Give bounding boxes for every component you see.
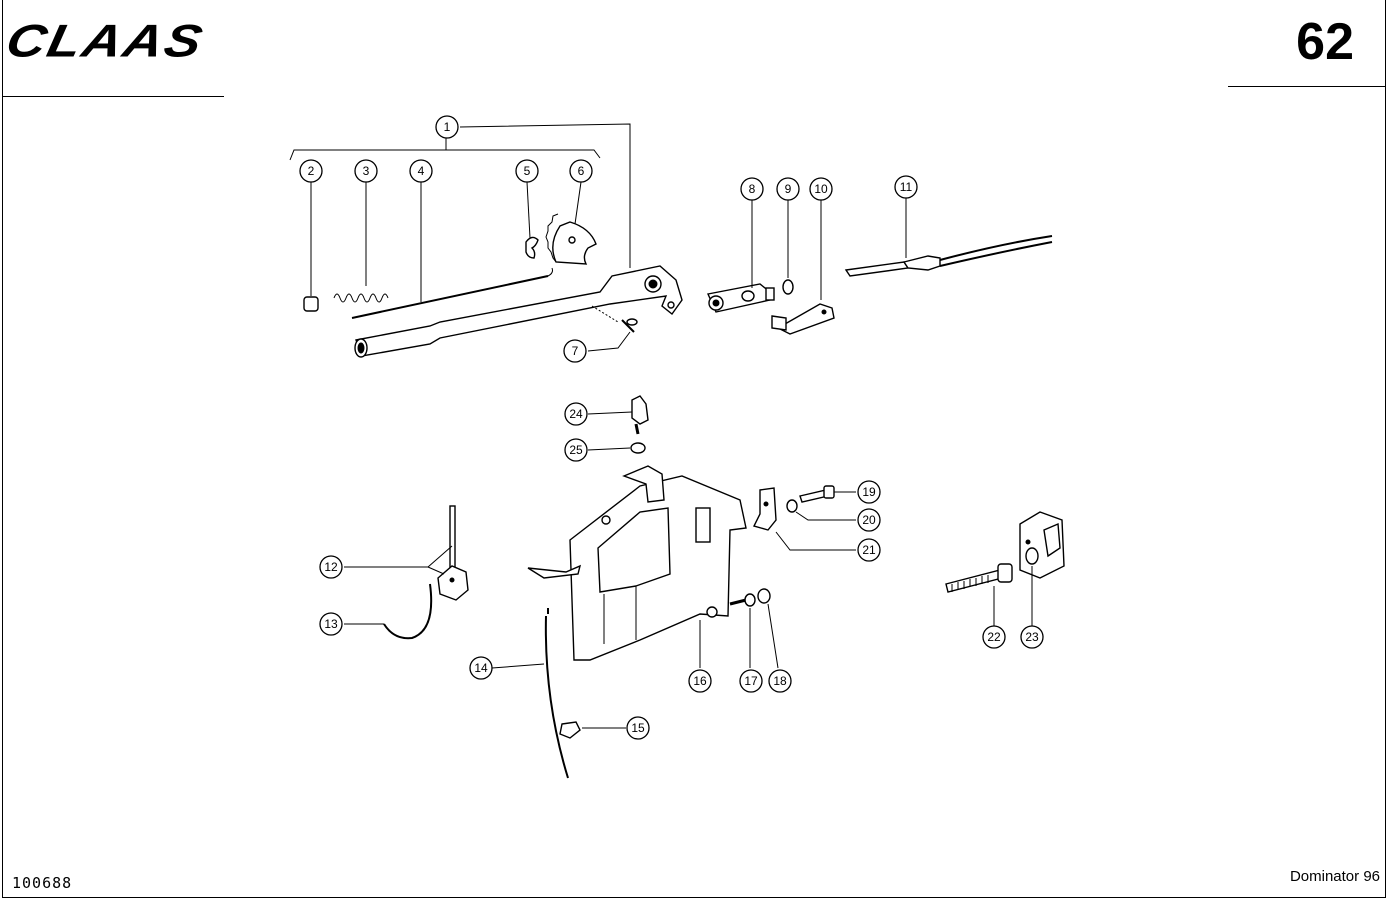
rod-hook (547, 267, 553, 277)
svg-text:1: 1 (444, 120, 451, 134)
washer-part (782, 279, 794, 295)
callout-19: 19 (857, 480, 881, 504)
callout-23: 23 (1020, 625, 1044, 649)
svg-text:16: 16 (693, 674, 707, 688)
svg-text:4: 4 (418, 164, 425, 178)
control-cable-part (844, 235, 1053, 277)
nut-15-part (559, 721, 581, 739)
leader-7 (587, 331, 631, 352)
screw-part (621, 318, 638, 333)
wire-loop-part (383, 583, 433, 640)
svg-text:15: 15 (631, 721, 645, 735)
callout-12: 12 (319, 555, 343, 579)
switch-part (437, 505, 469, 601)
svg-text:10: 10 (814, 182, 828, 196)
nut-18-part (757, 588, 771, 604)
svg-text:23: 23 (1025, 630, 1039, 644)
bolt-22-part (945, 563, 1013, 593)
group-bracket (289, 149, 601, 161)
callout-5: 5 (515, 159, 539, 183)
callout-1: 1 (435, 115, 459, 139)
callout-13: 13 (319, 612, 343, 636)
callout-15: 15 (626, 716, 650, 740)
svg-text:12: 12 (324, 560, 338, 574)
callout-17: 17 (739, 669, 763, 693)
leader-24 (587, 411, 633, 415)
washer-17-part (744, 593, 756, 607)
callout-3: 3 (354, 159, 378, 183)
callout-9: 9 (776, 177, 800, 201)
callout-2: 2 (299, 159, 323, 183)
sensor-part (631, 395, 649, 435)
clamp-bracket-part (1019, 511, 1065, 579)
svg-text:22: 22 (987, 630, 1001, 644)
toothed-sector-part (545, 213, 597, 265)
svg-text:21: 21 (862, 543, 876, 557)
leader-7-dashed (591, 305, 619, 323)
logo-underline (2, 96, 224, 97)
rod-part (351, 275, 549, 319)
mounting-plate-part (527, 465, 747, 661)
leader-21 (775, 531, 856, 551)
svg-text:24: 24 (569, 407, 583, 421)
svg-text:18: 18 (773, 674, 787, 688)
lever-shaft-part (354, 265, 683, 358)
callout-22: 22 (982, 625, 1006, 649)
leader-14 (491, 663, 545, 669)
leader-25 (587, 447, 631, 451)
callout-14: 14 (469, 656, 493, 680)
callout-7: 7 (563, 339, 587, 363)
nut-upper-part (630, 442, 646, 454)
svg-text:8: 8 (749, 182, 756, 196)
svg-text:6: 6 (578, 164, 585, 178)
svg-text:2: 2 (308, 164, 315, 178)
svg-text:9: 9 (785, 182, 792, 196)
bolt-upper-part (799, 485, 835, 503)
callout-24: 24 (564, 402, 588, 426)
callout-20: 20 (857, 508, 881, 532)
leader-5 (526, 181, 531, 239)
callout-4: 4 (409, 159, 433, 183)
svg-text:19: 19 (862, 485, 876, 499)
bushing-part (303, 296, 319, 312)
svg-text:5: 5 (524, 164, 531, 178)
callout-11: 11 (894, 175, 918, 199)
svg-text:20: 20 (862, 513, 876, 527)
leader-1-right (459, 123, 631, 268)
svg-text:7: 7 (572, 344, 579, 358)
long-wire-part (544, 615, 569, 779)
svg-text:25: 25 (569, 443, 583, 457)
callout-25: 25 (564, 438, 588, 462)
callout-6: 6 (569, 159, 593, 183)
spring-part (333, 293, 389, 303)
lever-arm-part (771, 303, 835, 335)
callout-16: 16 (688, 669, 712, 693)
leader-6 (574, 181, 582, 225)
callout-18: 18 (768, 669, 792, 693)
small-bracket-part (752, 487, 777, 531)
svg-text:11: 11 (900, 180, 913, 194)
page-number: 62 (1296, 13, 1354, 71)
leader-18 (767, 603, 779, 669)
callout-8: 8 (740, 177, 764, 201)
leader-20 (795, 511, 856, 521)
svg-text:17: 17 (744, 674, 758, 688)
model-name: Dominator 96 (1289, 868, 1380, 885)
pawl-part (525, 236, 539, 259)
document-code: 100688 (12, 874, 73, 892)
svg-text:3: 3 (363, 164, 370, 178)
leader-12 (344, 545, 453, 575)
link-part (707, 283, 775, 313)
washer-20-part (786, 499, 798, 513)
page-number-underline (1228, 86, 1386, 87)
svg-text:14: 14 (474, 661, 488, 675)
svg-text:13: 13 (324, 617, 338, 631)
callout-21: 21 (857, 538, 881, 562)
callout-10: 10 (809, 177, 833, 201)
